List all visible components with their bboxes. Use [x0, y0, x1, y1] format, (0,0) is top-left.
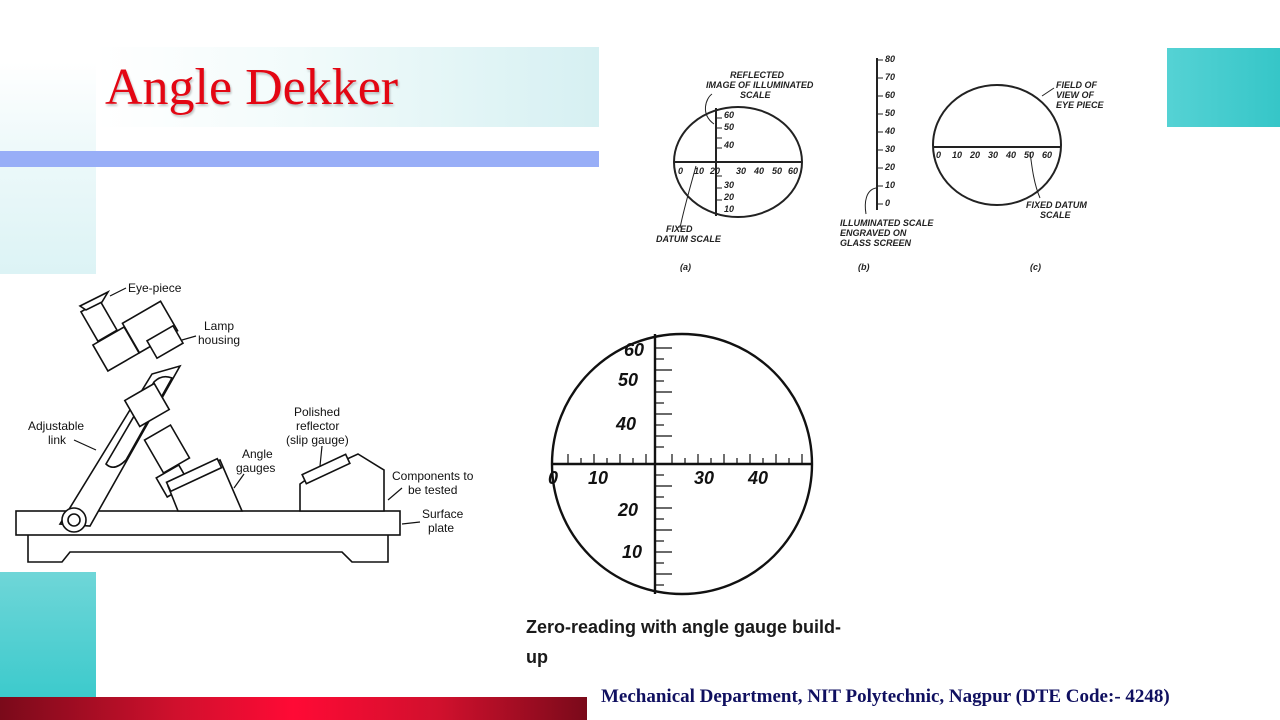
svg-text:Lamp: Lamp [204, 319, 234, 333]
svg-text:(b): (b) [858, 262, 870, 272]
svg-text:10: 10 [885, 180, 895, 190]
svg-text:10: 10 [694, 166, 704, 176]
panel-a [673, 106, 803, 218]
svg-text:ILLUMINATED SCALE: ILLUMINATED SCALE [840, 218, 934, 228]
svg-text:10: 10 [588, 468, 608, 488]
svg-text:(slip gauge): (slip gauge) [286, 433, 349, 447]
slide-title: Angle Dekker [105, 59, 399, 116]
svg-text:60: 60 [788, 166, 798, 176]
svg-text:Polished: Polished [294, 405, 340, 419]
figure-scale-views: 0 10 20 30 40 50 60 60 50 40 30 20 10 REFLECTED I… [630, 48, 1120, 280]
svg-text:gauges: gauges [236, 461, 275, 475]
svg-text:IMAGE OF ILLUMINATED: IMAGE OF ILLUMINATED [706, 80, 814, 90]
left-decor-strip-top [0, 62, 96, 274]
svg-text:0: 0 [548, 468, 558, 488]
svg-text:40: 40 [747, 468, 768, 488]
svg-text:0: 0 [885, 198, 890, 208]
svg-text:30: 30 [885, 144, 895, 154]
svg-text:60: 60 [1042, 150, 1052, 160]
svg-text:REFLECTED: REFLECTED [730, 70, 785, 80]
svg-text:30: 30 [724, 180, 734, 190]
svg-text:30: 30 [988, 150, 998, 160]
svg-text:SCALE: SCALE [740, 90, 771, 100]
svg-text:10: 10 [952, 150, 962, 160]
svg-text:50: 50 [618, 370, 638, 390]
svg-text:40: 40 [884, 126, 895, 136]
svg-text:EYE PIECE: EYE PIECE [1056, 100, 1105, 110]
svg-text:Surface: Surface [422, 507, 464, 521]
svg-text:(a): (a) [680, 262, 691, 272]
svg-text:20: 20 [723, 192, 734, 202]
svg-text:Eye-piece: Eye-piece [128, 281, 182, 295]
svg-text:FIXED DATUM: FIXED DATUM [1026, 200, 1087, 210]
svg-text:60: 60 [624, 340, 644, 360]
svg-text:60: 60 [724, 110, 734, 120]
svg-text:40: 40 [1005, 150, 1016, 160]
svg-text:50: 50 [724, 122, 734, 132]
figure-zero-reading: 60 50 40 20 10 0 10 30 40 [540, 328, 820, 604]
svg-text:40: 40 [615, 414, 636, 434]
svg-text:80: 80 [885, 54, 895, 64]
svg-text:50: 50 [1024, 150, 1034, 160]
svg-text:30: 30 [736, 166, 746, 176]
svg-text:link: link [48, 433, 67, 447]
svg-text:40: 40 [753, 166, 764, 176]
svg-text:20: 20 [884, 162, 895, 172]
svg-text:(c): (c) [1030, 262, 1041, 272]
svg-text:70: 70 [885, 72, 895, 82]
svg-text:Components to: Components to [392, 469, 474, 483]
svg-text:50: 50 [772, 166, 782, 176]
svg-text:40: 40 [723, 140, 734, 150]
svg-text:DATUM SCALE: DATUM SCALE [656, 234, 722, 244]
svg-text:GLASS SCREEN: GLASS SCREEN [840, 238, 912, 248]
svg-text:10: 10 [724, 204, 734, 214]
svg-text:10: 10 [622, 542, 642, 562]
svg-text:60: 60 [885, 90, 895, 100]
title-band [96, 47, 599, 127]
title-underline-bar [0, 151, 599, 167]
svg-text:0: 0 [936, 150, 941, 160]
svg-text:be tested: be tested [408, 483, 457, 497]
svg-text:reflector: reflector [296, 419, 339, 433]
footer-red-bar [0, 697, 587, 720]
svg-text:20: 20 [969, 150, 980, 160]
footer-text: Mechanical Department, NIT Polytechnic, … [601, 686, 1170, 707]
svg-text:Angle: Angle [242, 447, 273, 461]
svg-text:housing: housing [198, 333, 240, 347]
svg-text:SCALE: SCALE [1040, 210, 1071, 220]
svg-text:50: 50 [885, 108, 895, 118]
svg-text:FIELD OF: FIELD OF [1056, 80, 1097, 90]
figure-angle-dekker-apparatus: Eye-piece Lamp housing Adjustable link A… [2, 274, 496, 572]
left-decor-strip-bottom [0, 572, 96, 698]
top-right-accent-block [1167, 48, 1280, 127]
svg-text:20: 20 [617, 500, 638, 520]
svg-text:FIXED: FIXED [666, 224, 693, 234]
svg-text:ENGRAVED ON: ENGRAVED ON [840, 228, 907, 238]
svg-text:0: 0 [678, 166, 683, 176]
svg-text:VIEW OF: VIEW OF [1056, 90, 1095, 100]
svg-text:plate: plate [428, 521, 454, 535]
figure-caption: Zero-reading with angle gauge build-up [526, 617, 842, 667]
svg-text:30: 30 [694, 468, 714, 488]
svg-text:20: 20 [709, 166, 720, 176]
svg-text:Adjustable: Adjustable [28, 419, 84, 433]
